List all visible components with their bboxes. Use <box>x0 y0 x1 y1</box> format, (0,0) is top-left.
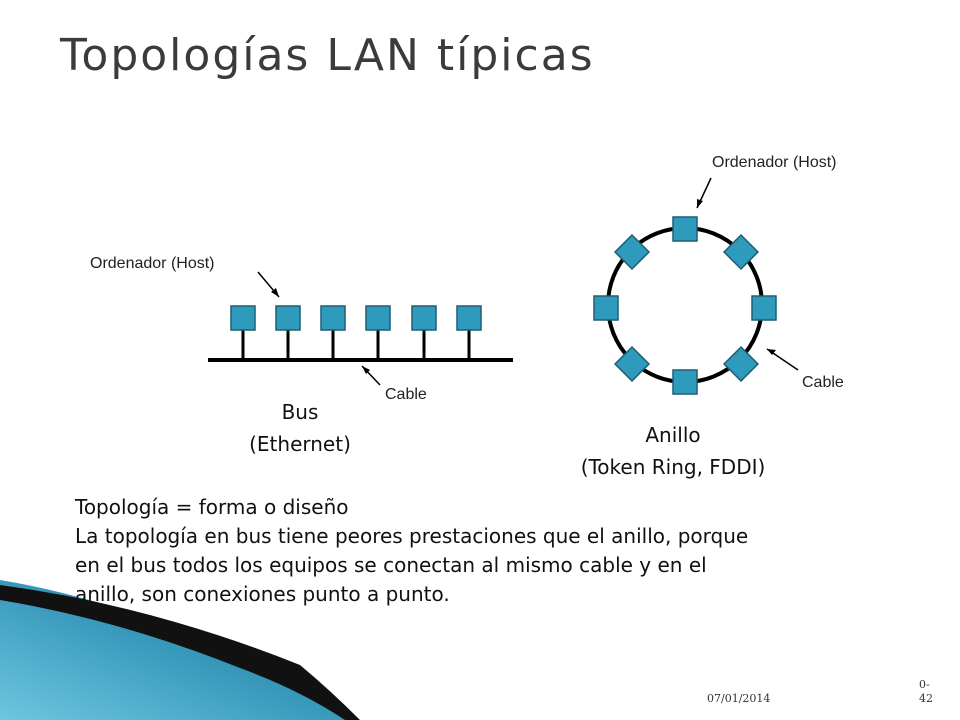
bus-cable-label: Cable <box>385 386 427 403</box>
explanation-line: La topología en bus tiene peores prestac… <box>75 524 749 548</box>
ring-node <box>672 216 698 242</box>
ring-cable-label: Cable <box>802 374 844 391</box>
bus-caption-subtitle: (Ethernet) <box>249 432 351 456</box>
ring-node <box>722 345 760 383</box>
footer-page-number: 0-42 <box>919 678 933 705</box>
ring-topology <box>593 177 799 395</box>
ring-caption-title: Anillo <box>645 423 701 447</box>
ring-node <box>722 233 760 271</box>
bus-node <box>365 305 391 360</box>
ring-node <box>593 295 619 321</box>
page-title: Topologías LAN típicas <box>60 30 595 81</box>
bus-node <box>456 305 482 360</box>
explanation-line: Topología = forma o diseño <box>75 495 349 519</box>
ring-node <box>672 369 698 395</box>
ring-caption-subtitle: (Token Ring, FDDI) <box>580 455 766 479</box>
footer-date: 07/01/2014 <box>707 692 771 705</box>
bus-host-label: Ordenador (Host) <box>90 255 215 272</box>
bus-node <box>411 305 437 360</box>
explanation-text: Topología = forma o diseño La topología … <box>75 493 955 609</box>
ring-node <box>613 233 651 271</box>
ring-host-label: Ordenador (Host) <box>712 154 837 171</box>
ring-node <box>613 345 651 383</box>
explanation-line: en el bus todos los equipos se conectan … <box>75 553 707 577</box>
bus-node <box>320 305 346 360</box>
swoosh-dark-stroke <box>0 585 360 720</box>
explanation-line: anillo, son conexiones punto a punto. <box>75 582 450 606</box>
bus-caption-title: Bus <box>281 400 319 424</box>
ring-node <box>751 295 777 321</box>
bus-topology <box>208 271 513 386</box>
bus-node <box>275 305 301 360</box>
bus-node <box>230 305 256 360</box>
